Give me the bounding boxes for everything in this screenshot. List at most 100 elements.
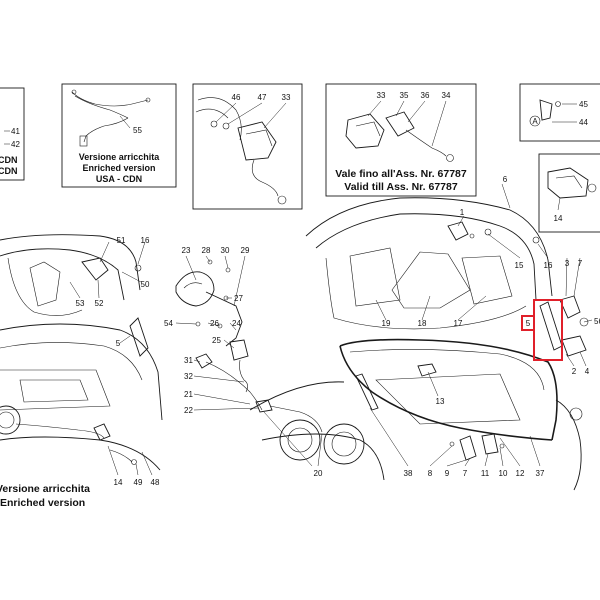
inset-frame <box>325 83 477 197</box>
caption-enriched-2: Enriched version <box>0 497 85 509</box>
highlight-label-box-5 <box>521 315 535 331</box>
label-18: 18 <box>418 319 427 328</box>
left-trunk-view: 51 16 50 53 52 5 14 49 48 Versione arric… <box>0 234 163 509</box>
label-20: 20 <box>314 469 323 478</box>
label-23: 23 <box>182 246 191 255</box>
label-15: 15 <box>515 261 524 270</box>
leader-line <box>107 445 119 476</box>
cable-clip <box>255 399 273 413</box>
cable-harness <box>71 91 149 107</box>
label-37: 37 <box>536 469 545 478</box>
connector <box>131 459 137 465</box>
label-31: 31 <box>184 356 193 365</box>
label-33b: 33 <box>377 91 386 100</box>
bolt <box>222 122 230 130</box>
label-3: 3 <box>565 259 570 268</box>
leader-line <box>193 359 201 363</box>
leader-line <box>207 322 221 327</box>
lid-inner <box>0 248 125 301</box>
leader-line <box>185 255 197 281</box>
screw <box>195 321 201 327</box>
lid-insulation-left <box>349 247 401 307</box>
leader-line <box>421 295 431 321</box>
trunk-light <box>417 363 437 377</box>
leader-line <box>119 115 131 129</box>
connector <box>145 97 151 103</box>
screw <box>207 259 213 265</box>
leader-line <box>99 241 110 263</box>
cable-harness <box>74 95 129 119</box>
label-51: 51 <box>117 236 126 245</box>
body-edge <box>197 97 242 141</box>
caption-cdn-1: CDN <box>0 155 18 165</box>
leader-line <box>224 255 229 269</box>
label-25: 25 <box>212 336 221 345</box>
trunk-opening <box>0 323 163 421</box>
label-12: 12 <box>516 469 525 478</box>
lid-outline <box>0 234 141 291</box>
label-14b: 14 <box>114 478 123 487</box>
label-44: 44 <box>579 118 588 127</box>
release-cable <box>205 361 263 411</box>
label-27: 27 <box>234 294 243 303</box>
trunk-lid-inner <box>315 213 537 301</box>
leader-line <box>557 197 561 211</box>
lid-insulation-center <box>391 251 471 309</box>
trunk-floor <box>0 369 111 411</box>
lid-insulation-right <box>461 255 513 305</box>
cable-clip <box>93 423 111 441</box>
leader-line <box>223 339 235 349</box>
label-56: 56 <box>594 317 600 326</box>
connector <box>71 89 77 95</box>
actuator-detail <box>245 129 273 147</box>
latch-assembly <box>547 167 589 199</box>
cable-harness <box>83 117 129 143</box>
leader-line <box>375 299 387 321</box>
caption-usa-3: USA - CDN <box>96 174 142 184</box>
label-41: 41 <box>11 127 20 136</box>
leader-line <box>205 255 211 263</box>
screw <box>555 101 561 107</box>
caption-usa-2: Enriched version <box>82 163 155 173</box>
label-29: 29 <box>241 246 250 255</box>
lock-actuator <box>237 121 277 161</box>
circle-a-marker <box>529 115 541 127</box>
label-9: 9 <box>445 469 450 478</box>
leader-line <box>573 257 581 297</box>
label-6: 6 <box>503 175 508 184</box>
inset-latch: 14 <box>538 153 600 233</box>
label-16a: 16 <box>141 236 150 245</box>
label-53: 53 <box>76 299 85 308</box>
label-32: 32 <box>184 372 193 381</box>
connector <box>79 135 88 147</box>
trunk-rim <box>349 349 545 391</box>
leader-line <box>427 371 439 397</box>
release-cable <box>269 405 323 433</box>
screw <box>217 323 223 329</box>
label-8: 8 <box>428 469 433 478</box>
grommet <box>532 236 540 244</box>
label-14a: 14 <box>554 214 563 223</box>
gas-strut <box>539 301 563 351</box>
leader-line <box>193 375 245 383</box>
leader-line <box>464 457 471 467</box>
leader-line <box>175 322 197 325</box>
leader-line <box>537 243 549 259</box>
trunk-floor-panel <box>19 379 89 403</box>
screw <box>499 443 505 449</box>
lid-latch <box>81 257 109 281</box>
leader-line <box>233 255 246 307</box>
cable-guide <box>195 353 213 369</box>
leader-line <box>499 437 521 467</box>
leader-line <box>229 322 237 331</box>
label-45: 45 <box>579 100 588 109</box>
trunk-seal-lower <box>339 345 553 441</box>
main-trunk-view: 6 1 15 16 3 7 19 18 17 5 56 2 4 13 38 8 … <box>249 175 600 491</box>
screw <box>225 267 231 273</box>
body-line <box>249 381 345 411</box>
label-42: 42 <box>11 140 20 149</box>
leader-line <box>429 445 453 467</box>
release-handle <box>355 373 379 411</box>
leader-line <box>137 241 146 265</box>
leader-line <box>227 102 263 125</box>
